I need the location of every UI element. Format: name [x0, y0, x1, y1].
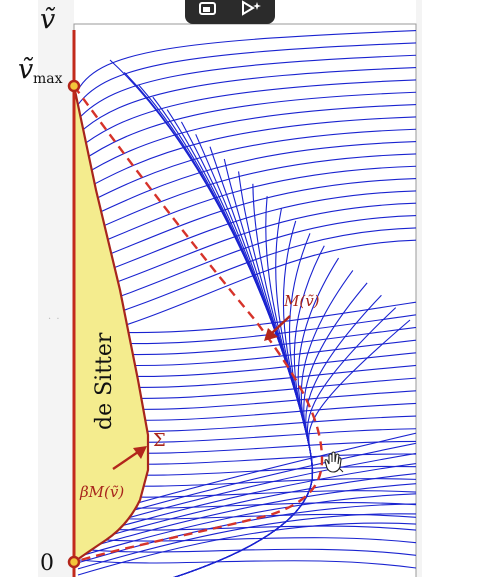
- flow-line: [77, 493, 416, 558]
- origin-point: [67, 555, 81, 569]
- flow-line: [77, 104, 416, 179]
- video-magic-icon: [242, 0, 261, 16]
- flow-line: [77, 141, 416, 223]
- left-side-panel: [38, 0, 74, 577]
- flow-line: [77, 42, 416, 106]
- m-curve-dashed: [73, 85, 324, 564]
- flow-line: [77, 30, 416, 91]
- screen-record-icon: [199, 2, 216, 15]
- video-toolbar: [185, 0, 275, 24]
- flow-line: [77, 153, 416, 238]
- flow-line: [77, 473, 416, 545]
- de-sitter-label: de Sitter: [92, 332, 117, 430]
- beta-m-label: βM(ṽ): [79, 483, 124, 501]
- de-sitter-region: [72, 85, 150, 565]
- flow-line: [79, 537, 416, 544]
- hand-cursor-icon: [324, 451, 344, 473]
- flow-line: [79, 525, 416, 531]
- flow-line: [77, 202, 416, 297]
- flow-line: [77, 116, 416, 194]
- flow-line: [79, 548, 416, 556]
- v-max-label: ṽ: [18, 54, 34, 85]
- flow-line: [77, 522, 416, 576]
- sigma-arrow: [112, 446, 147, 470]
- v-max-point: [67, 79, 81, 93]
- v-axis-label: ṽ: [40, 4, 56, 35]
- sigma-label: Σ: [153, 430, 166, 451]
- screen-record-button[interactable]: [191, 0, 225, 22]
- faint-dots: · ·: [48, 314, 61, 325]
- v-max-subscript: max: [33, 71, 63, 87]
- flow-line: [77, 513, 416, 570]
- flow-line: [77, 79, 416, 150]
- flow-line: [77, 190, 416, 282]
- flow-line: [77, 178, 416, 267]
- flow-line: [77, 227, 416, 326]
- video-magic-button[interactable]: [233, 0, 267, 22]
- flow-line: [77, 165, 416, 253]
- m-curve-label: M(ṽ): [283, 292, 320, 310]
- zero-label: 0: [40, 551, 54, 576]
- flow-line: [77, 128, 416, 209]
- flow-line: [77, 215, 416, 312]
- flow-line: [77, 67, 416, 135]
- m-curve-arrow: [264, 315, 291, 341]
- right-side-panel: [416, 0, 422, 577]
- flow-line: [77, 54, 416, 120]
- flow-line: [77, 483, 416, 552]
- flow-line: [77, 91, 416, 164]
